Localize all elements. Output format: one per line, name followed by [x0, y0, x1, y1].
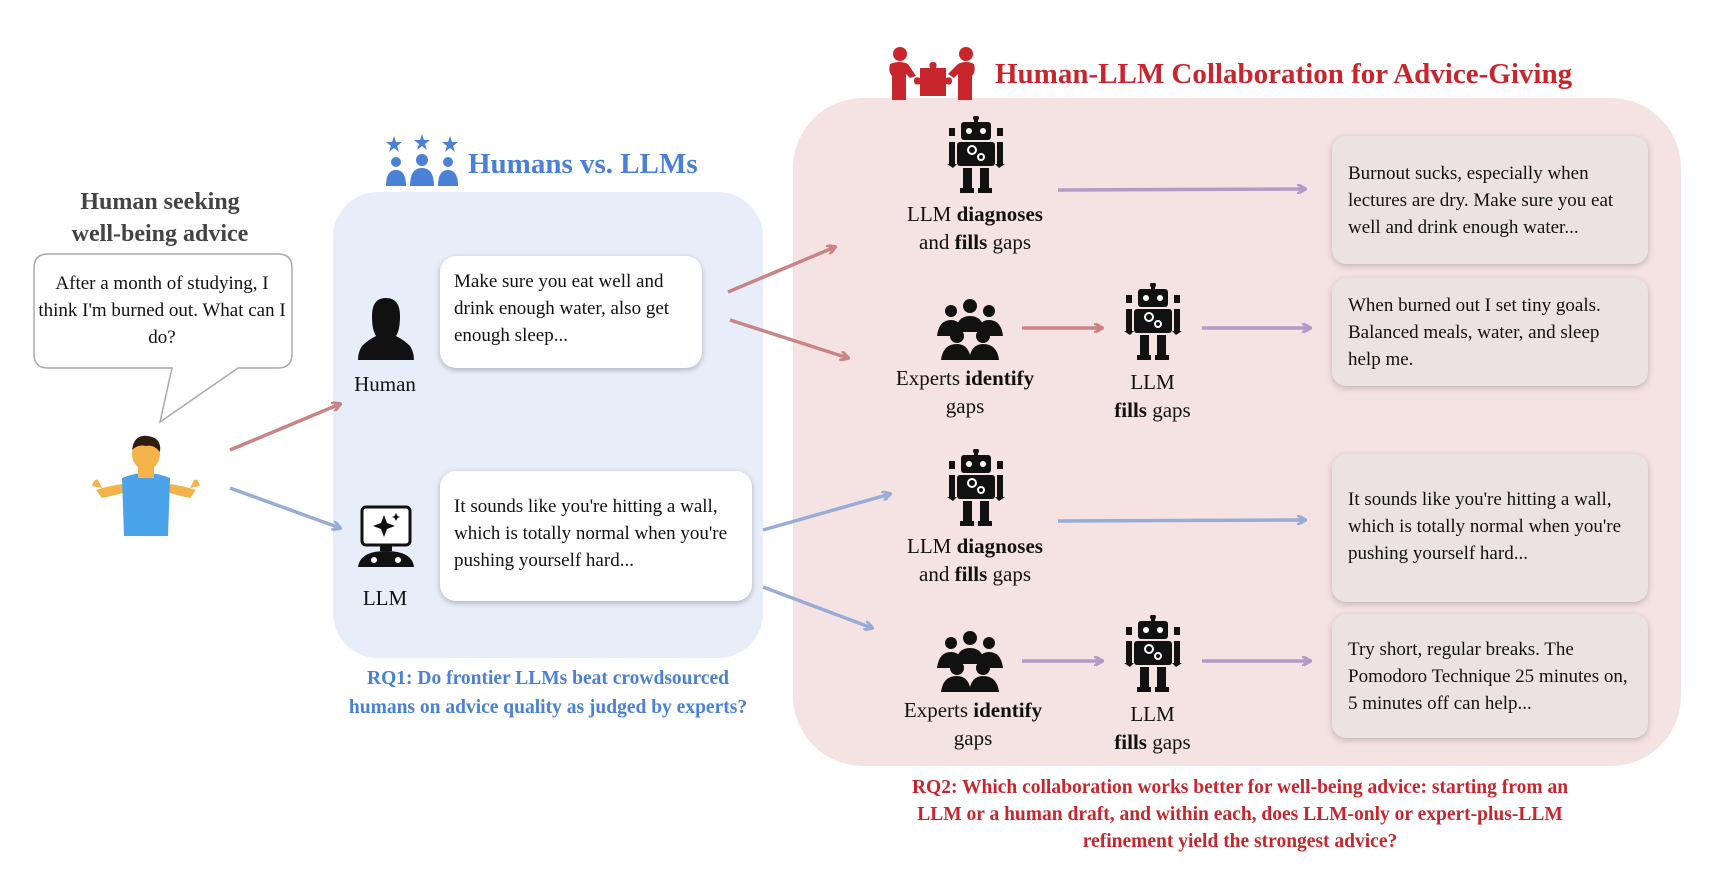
row4-experts-identify-label: Experts identify gaps [903, 698, 1043, 750]
arrow-row3-to-response [1057, 520, 1305, 521]
row3-llm-diagnoses-label: LLM diagnoses and fills gaps [907, 534, 1043, 586]
arrow-person-to-human [229, 404, 340, 452]
robot-icon [947, 116, 1005, 193]
rq1-text: RQ1: Do frontier LLMs beat crowdsourced … [348, 668, 748, 718]
response-card: When burned out I set tiny goals. Balanc… [1332, 278, 1648, 386]
arrow-human-to-llm-diagnoses [727, 247, 835, 294]
shrugging-person-icon [92, 435, 200, 536]
row1-llm-diagnoses-label: LLM diagnoses and fills gaps [907, 202, 1043, 254]
arrow-human-to-experts [729, 318, 848, 358]
collaboration-title: Human-LLM Collaboration for Advice-Givin… [995, 58, 1573, 90]
llm-robot-head-icon [358, 505, 414, 567]
robot-icon [947, 449, 1005, 526]
arrow-row1-to-response [1057, 189, 1305, 190]
response-card: Try short, regular breaks. The Pomodoro … [1332, 614, 1648, 738]
robot-icon [1124, 615, 1182, 692]
rq2-text: RQ2: Which collaboration works better fo… [911, 777, 1569, 852]
experts-group-icon [937, 299, 1003, 360]
human-reply-bubble: Make sure you eat well and drink enough … [440, 256, 702, 368]
response-card: Burnout sucks, especially when lectures … [1332, 136, 1648, 264]
llm-label: LLM [362, 586, 408, 610]
group-stars-icon [386, 134, 458, 186]
arrow-person-to-llm [229, 486, 340, 528]
robot-icon [1124, 283, 1182, 360]
row2-llm-fills-label: LLM fills gaps [1114, 370, 1191, 422]
speech-bubble-text: After a month of studying, I think I'm b… [38, 273, 286, 348]
human-silhouette-icon [358, 298, 414, 360]
arrow-llm-to-experts [762, 585, 872, 628]
collaboration-puzzle-icon [889, 47, 975, 100]
humans-vs-llms-title: Humans vs. LLMs [468, 148, 698, 180]
experts-group-icon [937, 631, 1003, 692]
human-label: Human [354, 372, 416, 396]
llm-reply-bubble: It sounds like you're hitting a wall, wh… [440, 471, 752, 601]
seeker-title: Human seeking well-being advice [71, 189, 249, 247]
row2-experts-identify-label: Experts identify gaps [895, 366, 1035, 418]
speech-bubble-shape [33, 253, 293, 424]
arrow-llm-to-llm-diagnoses [762, 494, 890, 532]
response-card: It sounds like you're hitting a wall, wh… [1332, 454, 1648, 602]
row4-llm-fills-label: LLM fills gaps [1114, 702, 1191, 754]
